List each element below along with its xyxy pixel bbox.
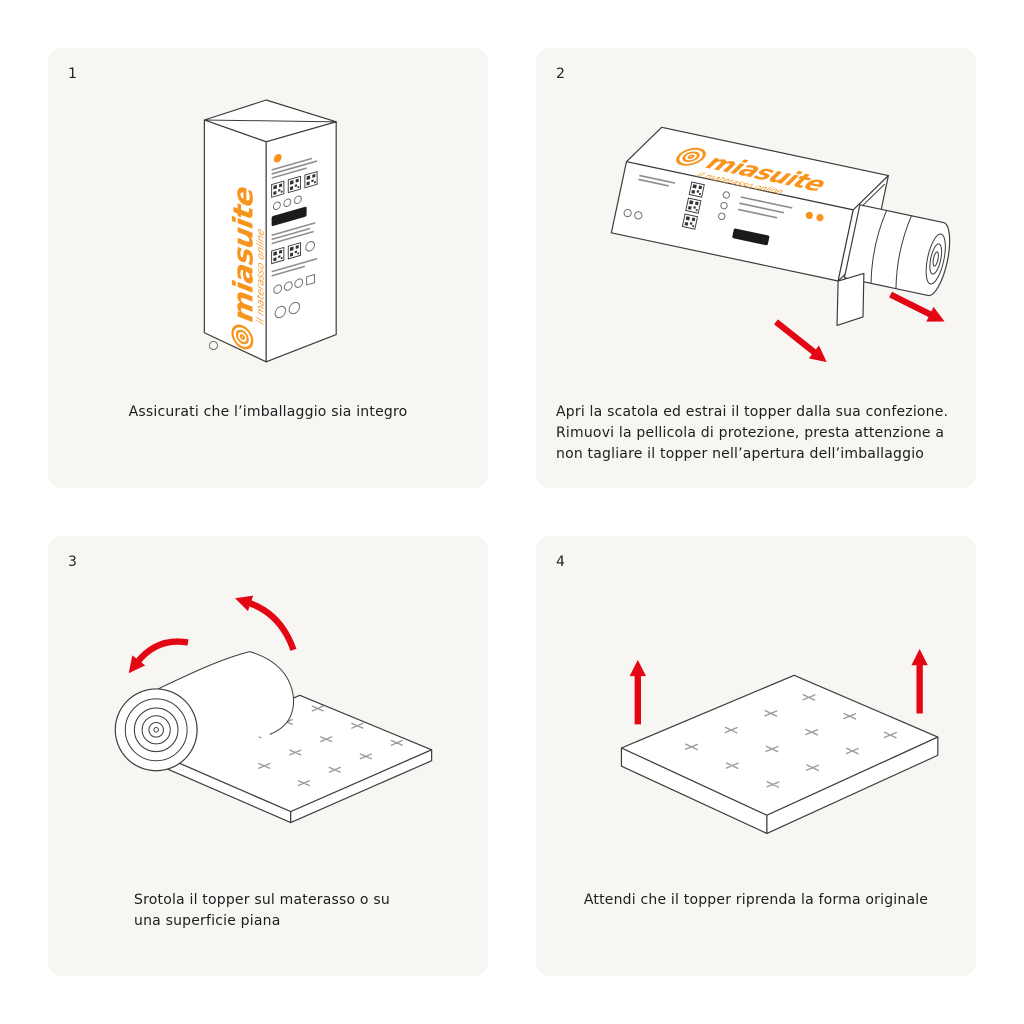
step-panel-3: 3 [48,536,488,976]
box-flap [836,272,865,326]
step-number: 4 [556,554,565,570]
step-caption: Apri la scatola ed estrai il topper dall… [556,404,949,462]
topper-edge-right [766,736,939,835]
flat-topper-illustration [620,648,939,835]
expand-arrow-right [911,648,928,714]
sealed-box-illustration: miasuite il materasso online [203,99,337,363]
open-box-roll-illustration: miasuite il materasso online [610,126,951,369]
dark-brand-label [732,228,770,246]
rolled-end [114,651,294,772]
step4-art [556,572,956,864]
step-number: 1 [68,66,77,82]
brand-logo-vertical: miasuite il materasso online [227,180,266,353]
box-flap-seam [204,119,337,123]
pull-direction-arrow-right [889,291,949,329]
roll-spiral [124,698,188,762]
rolled-topper [843,204,951,297]
care-icons [273,273,315,294]
dark-brand-label [271,206,307,226]
brand-name: miasuite [227,180,259,327]
unroll-arrow-left [122,638,189,679]
step-icons [272,195,302,211]
recycle-icon [208,340,219,351]
opening-inner-edge [860,183,886,208]
unrolling-topper-illustration [114,590,433,824]
brand-dot [805,211,813,220]
step3-art [68,572,468,864]
step-panel-2: 2 [536,48,976,488]
expand-arrow-left [629,659,646,725]
topper-edge-right [290,749,433,824]
topper-surface [620,674,939,816]
brand-mark-small [273,154,282,163]
step-number: 3 [68,554,77,570]
step2-art: miasuite il materasso online [556,84,956,376]
step-caption: Assicurati che l’imballaggio sia integro [128,404,408,420]
brand-dot [816,214,824,222]
box-label-details [271,154,318,319]
step-caption: Srotola il topper sul materasso o su una… [134,892,390,929]
step-caption: Attendi che il topper riprenda la forma … [583,892,929,908]
step1-art: miasuite il materasso online [68,84,468,376]
box-label-details [623,174,824,246]
brand-tagline: il materasso online [256,227,266,326]
certification-icons [274,301,301,319]
quilting-marks [684,693,897,788]
roll-spiral-end [925,233,946,285]
unroll-arrow-top [232,590,297,651]
step-panel-1: 1 miasuite il materasso online [48,48,488,488]
pull-direction-arrow-left [774,319,832,369]
care-icons [623,208,643,220]
step-icons [718,191,730,220]
step-number: 2 [556,66,565,82]
step-panel-4: 4 Attendi che il topper riprenda [536,536,976,976]
